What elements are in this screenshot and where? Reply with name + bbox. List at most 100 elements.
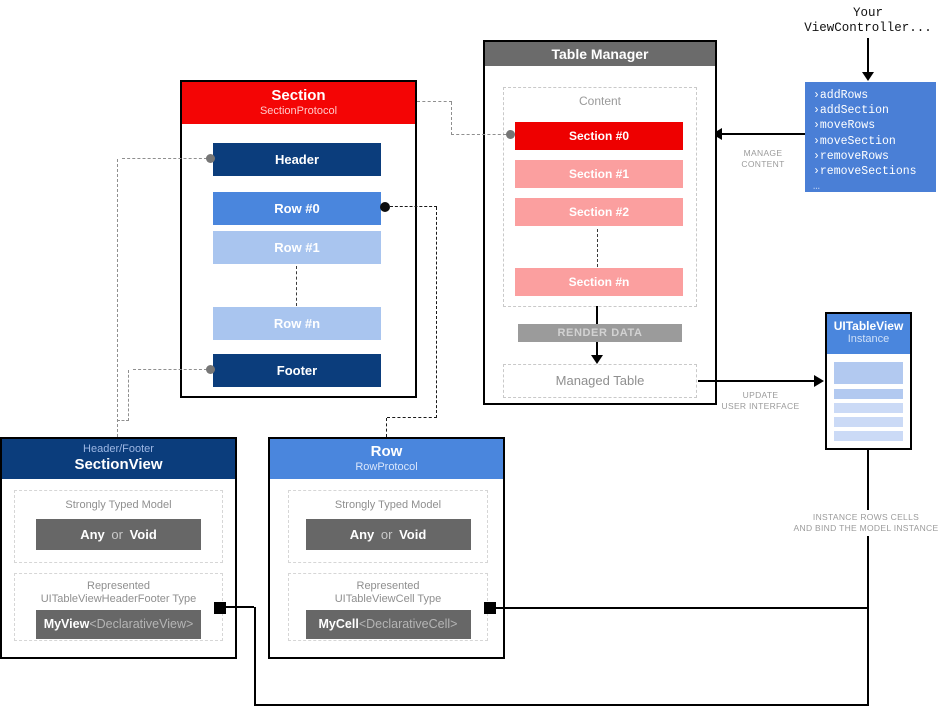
section-2-bar: Section #2 — [515, 198, 683, 226]
connector-row-h1 — [390, 206, 437, 207]
instance-label-line2: AND BIND THE MODEL INSTANCE — [793, 523, 939, 533]
sectionview-type-value: MyView<DeclarativeView> — [36, 610, 201, 639]
section-0-bar: Section #0 — [515, 122, 683, 150]
connector-dot-section0 — [506, 130, 515, 139]
connector-dot-footer — [206, 365, 215, 374]
viewcontroller-arrowhead — [862, 72, 874, 81]
instance-label-line1: INSTANCE ROWS CELLS — [812, 512, 920, 522]
api-method-ellipsis: … — [813, 180, 820, 194]
sectionview-header: Header/Footer SectionView — [2, 439, 235, 479]
render-data-bar: RENDER DATA — [518, 324, 682, 342]
type-name: MyView — [43, 617, 90, 631]
section-box-header: Section SectionProtocol — [182, 82, 415, 124]
viewcontroller-label: Your ViewController... — [790, 6, 945, 36]
sectionview-represented-box: Represented UITableViewHeaderFooter Type… — [14, 573, 223, 641]
connector-row-v2 — [386, 418, 387, 437]
connector-section-to-content-h2 — [451, 134, 506, 135]
connector-bottom-h — [254, 704, 869, 706]
sectionview-represented-title2: UITableViewHeaderFooter Type — [40, 593, 197, 605]
connector-sectionview-v — [254, 607, 256, 705]
connector-footer-h — [133, 369, 207, 370]
sectionview-model-box: Strongly Typed Model Any or Void — [14, 490, 223, 563]
connector-section-to-content-v — [451, 102, 452, 135]
uitableview-subtitle: Instance — [847, 333, 890, 345]
row-box-subtitle: RowProtocol — [355, 461, 418, 473]
uitableview-box: UITableView Instance — [825, 312, 912, 450]
sectionview-supertitle: Header/Footer — [83, 443, 154, 455]
viewcontroller-arrow-line — [867, 38, 869, 73]
update-ui-arrowhead — [814, 375, 824, 387]
row-box-title: Row — [370, 443, 403, 460]
content-label: Content — [578, 94, 622, 108]
table-row — [834, 362, 903, 384]
update-label-line1: UPDATE — [742, 390, 779, 400]
api-method: ›removeSections — [813, 165, 917, 179]
managed-table-box: Managed Table — [503, 364, 697, 398]
connector-dot-row0 — [380, 202, 390, 212]
api-method: ›removeRows — [813, 149, 889, 163]
connector-footer-jog — [117, 420, 129, 421]
connector-sectionview-h — [226, 606, 254, 608]
type-name: MyCell — [318, 617, 359, 631]
connector-square-sectionview — [214, 602, 226, 614]
connector-header-h — [122, 158, 207, 159]
table-manager-box: Table Manager Content Section #0 Section… — [483, 40, 717, 405]
update-label-line2: USER INTERFACE — [721, 401, 800, 411]
update-ui-label: UPDATE USER INTERFACE — [703, 390, 818, 412]
table-row — [834, 431, 903, 441]
connector-square-rowbox — [484, 602, 496, 614]
update-ui-arrow-line — [698, 380, 818, 382]
section-box-subtitle: SectionProtocol — [259, 105, 338, 117]
manage-label-line2: CONTENT — [741, 159, 785, 169]
table-row — [834, 389, 903, 399]
connector-header-v — [117, 159, 118, 437]
row-model-box: Strongly Typed Model Any or Void — [288, 490, 488, 563]
section-header-bar: Header — [213, 143, 381, 176]
table-row — [834, 417, 903, 427]
row-model-value: Any or Void — [305, 519, 471, 550]
uitableview-title: UITableView — [833, 319, 904, 333]
connector-dot-header — [206, 154, 215, 163]
uitableview-header: UITableView Instance — [827, 314, 910, 354]
connector-row-v1 — [436, 207, 437, 418]
section-row1-bar: Row #1 — [213, 231, 381, 264]
connector-footer-v — [128, 370, 129, 421]
sectionview-model-value: Any or Void — [36, 519, 201, 550]
model-any: Any — [80, 527, 105, 542]
model-or: or — [380, 527, 393, 542]
manage-content-arrowhead — [712, 128, 722, 140]
row-type-value: MyCell<DeclarativeCell> — [305, 610, 471, 639]
table-manager-content-box: Content Section #0 Section #1 Section #2… — [503, 87, 697, 307]
table-row — [834, 403, 903, 413]
sectionview-model-title: Strongly Typed Model — [65, 499, 172, 511]
section-box-title: Section — [271, 87, 326, 104]
manage-content-arrow-line — [722, 133, 805, 135]
render-flow-arrowhead — [591, 355, 603, 364]
type-generic: <DeclarativeView> — [89, 617, 194, 631]
section-n-bar: Section #n — [515, 268, 683, 296]
api-methods-box: ›addRows ›addSection ›moveRows ›moveSect… — [805, 82, 936, 194]
section-rown-bar: Row #n — [213, 307, 381, 340]
section-rows-continuation-line — [296, 266, 297, 306]
viewcontroller-line1: Your — [852, 6, 883, 20]
sections-continuation-line — [597, 229, 598, 267]
row-box: Row RowProtocol Strongly Typed Model Any… — [268, 437, 505, 659]
model-any: Any — [349, 527, 375, 542]
section-footer-bar: Footer — [213, 354, 381, 387]
type-generic: <DeclarativeCell> — [358, 617, 458, 631]
section-row0-bar: Row #0 — [213, 192, 381, 225]
connector-section-to-content-h1 — [417, 101, 452, 102]
model-void: Void — [399, 527, 427, 542]
sectionview-represented-title1: Represented — [87, 580, 150, 592]
connector-instance-v — [867, 450, 869, 705]
row-represented-title1: Represented — [356, 580, 420, 592]
connector-rowbox-h — [496, 607, 868, 609]
model-or: or — [111, 527, 123, 542]
api-method: ›addRows — [813, 89, 869, 102]
viewcontroller-line2: ViewController... — [804, 21, 932, 35]
sectionview-box: Header/Footer SectionView Strongly Typed… — [0, 437, 237, 659]
api-method: ›moveRows — [813, 119, 876, 133]
row-model-title: Strongly Typed Model — [334, 499, 442, 511]
section-box: Section SectionProtocol Header Row #0 Ro… — [180, 80, 417, 398]
